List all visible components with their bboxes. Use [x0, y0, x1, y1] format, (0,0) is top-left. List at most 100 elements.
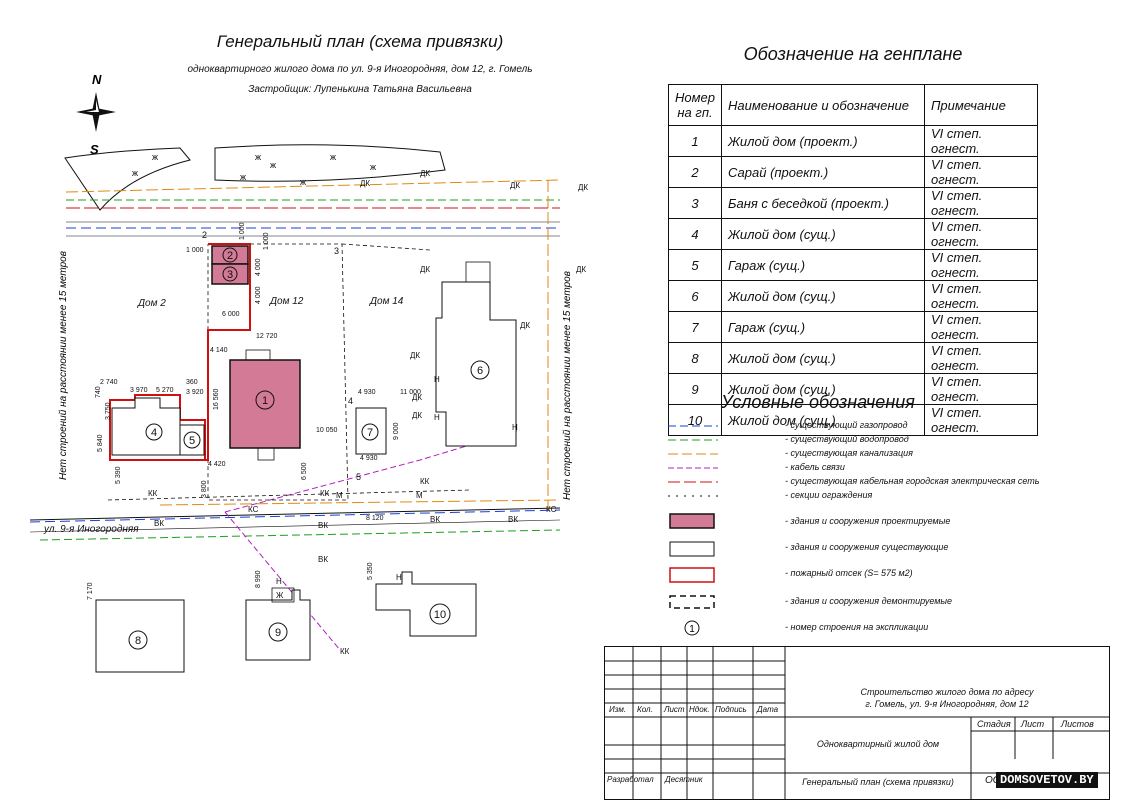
bn-3: 3: [227, 269, 233, 281]
cell-name: Жилой дом (проект.): [721, 125, 925, 157]
svg-text:3 800: 3 800: [201, 480, 208, 498]
conventions-title: Условные обозначения: [721, 392, 915, 412]
svg-text:ДК: ДК: [578, 183, 588, 192]
svg-text:5 390: 5 390: [115, 466, 122, 484]
cell-name: Сарай (проект.): [721, 156, 925, 188]
svg-text:Н: Н: [276, 577, 282, 586]
svg-text:Н: Н: [512, 423, 518, 432]
svg-text:3 970: 3 970: [130, 387, 148, 394]
svg-text:3 750: 3 750: [105, 402, 112, 420]
side-note-right: Нет строений на расстоянии менее 15 метр…: [562, 271, 573, 500]
svg-text:1: 1: [689, 624, 695, 635]
bn-4: 4: [151, 427, 157, 439]
building-6: [435, 281, 517, 447]
explication-title: Обозначение на генплане: [743, 44, 963, 64]
svg-text:4 140: 4 140: [210, 347, 228, 354]
svg-text:ж: ж: [330, 152, 336, 162]
compass-icon: [76, 92, 116, 132]
svg-text:ж: ж: [152, 152, 158, 162]
svg-text:10 050: 10 050: [316, 427, 338, 434]
svg-text:ВК: ВК: [430, 515, 440, 524]
svg-text:ДК: ДК: [360, 179, 370, 188]
svg-text:КС: КС: [546, 505, 557, 514]
th-num: Номер на гп.: [668, 84, 722, 126]
svg-text:ВК: ВК: [318, 555, 328, 564]
svg-text:ВК: ВК: [318, 521, 328, 530]
svg-text:6 500: 6 500: [301, 462, 308, 480]
svg-text:5 350: 5 350: [367, 562, 374, 580]
svg-text:КК: КК: [320, 489, 330, 498]
bn-10: 10: [434, 609, 446, 621]
cell-num: 8: [668, 342, 722, 374]
stamp-address: г. Гомель, ул. 9-я Иногородняя, дом 12: [865, 699, 1029, 709]
svg-text:ж: ж: [300, 177, 306, 187]
legend-item: - здания и сооружения демонтируемые: [785, 596, 953, 606]
svg-text:4 930: 4 930: [358, 389, 376, 396]
cell-note: VI степ. огнест.: [924, 342, 1038, 374]
cell-note: VI степ. огнест.: [924, 187, 1038, 219]
svg-text:ж: ж: [255, 152, 261, 162]
cell-name: Гараж (сущ.): [721, 311, 925, 343]
bn-8: 8: [135, 635, 141, 647]
developer-line: Застройщик: Лупенькина Татьяна Васильевн…: [248, 84, 472, 95]
stamp-object: Одноквартирный жилой дом: [816, 739, 940, 749]
svg-text:4 000: 4 000: [255, 286, 262, 304]
label-dom12: Дом 12: [269, 296, 304, 307]
svg-text:6 000: 6 000: [222, 311, 240, 318]
building-9: [245, 589, 311, 661]
building-1: [229, 359, 301, 449]
svg-text:4 930: 4 930: [360, 455, 378, 462]
cell-num: 7: [668, 311, 722, 343]
cell-note: VI степ. огнест.: [924, 156, 1038, 188]
building-10: [375, 571, 477, 637]
legend-item: - номер строения на экспликации: [785, 622, 929, 632]
svg-text:ДК: ДК: [420, 265, 430, 274]
legend-item: - кабель связи: [785, 462, 845, 472]
legend-item: - существующий газопровод: [785, 420, 908, 430]
plan-subtitle: одноквартирного жилого дома по ул. 9-я И…: [187, 64, 533, 75]
bn-1: 1: [262, 395, 268, 407]
cell-name: Жилой дом (сущ.): [721, 218, 925, 250]
label-dom2: Дом 2: [137, 298, 166, 309]
svg-text:Н: Н: [434, 413, 440, 422]
cell-note: VI степ. огнест.: [924, 311, 1038, 343]
cell-num: 3: [668, 187, 722, 219]
bn-6: 6: [477, 365, 483, 377]
cell-note: VI степ. огнест.: [924, 125, 1038, 157]
svg-text:5 270: 5 270: [156, 387, 174, 394]
svg-text:ж: ж: [132, 168, 138, 178]
svg-text:КК: КК: [340, 647, 350, 656]
cell-num: 1: [668, 125, 722, 157]
svg-text:ДК: ДК: [520, 321, 530, 330]
svg-text:ж: ж: [370, 162, 376, 172]
legend-item: - существующий водопровод: [785, 434, 909, 444]
svg-text:3: 3: [334, 246, 339, 256]
legend-item: - здания и сооружения проектируемые: [785, 516, 951, 526]
explication-table: Номер на гп. Наименование и обозначение …: [668, 84, 1038, 436]
bn-7: 7: [367, 427, 373, 439]
cell-name: Жилой дом (сущ.): [721, 404, 925, 436]
watermark-logo: DOMSOVETOV.BY: [996, 772, 1098, 788]
plan-title: Генеральный план (схема привязки): [216, 32, 504, 51]
svg-text:360: 360: [186, 379, 198, 386]
svg-text:3 920: 3 920: [186, 389, 204, 396]
svg-text:М: М: [336, 491, 343, 500]
legend-item: - секции ограждения: [785, 490, 873, 500]
svg-text:ДК: ДК: [412, 393, 422, 402]
side-note-left: Нет строений на расстоянии менее 15 метр…: [58, 251, 69, 480]
label-dom14: Дом 14: [369, 296, 404, 307]
compass-north: N: [92, 72, 102, 87]
svg-text:1 000: 1 000: [186, 247, 204, 254]
legend-item: - здания и сооружения существующие: [785, 542, 949, 552]
legend-item: - пожарный отсек (S= 575 м2): [785, 568, 913, 578]
svg-text:1 000: 1 000: [263, 232, 270, 250]
cell-num: 9: [668, 373, 722, 405]
cell-note: VI степ. огнест.: [924, 373, 1038, 405]
